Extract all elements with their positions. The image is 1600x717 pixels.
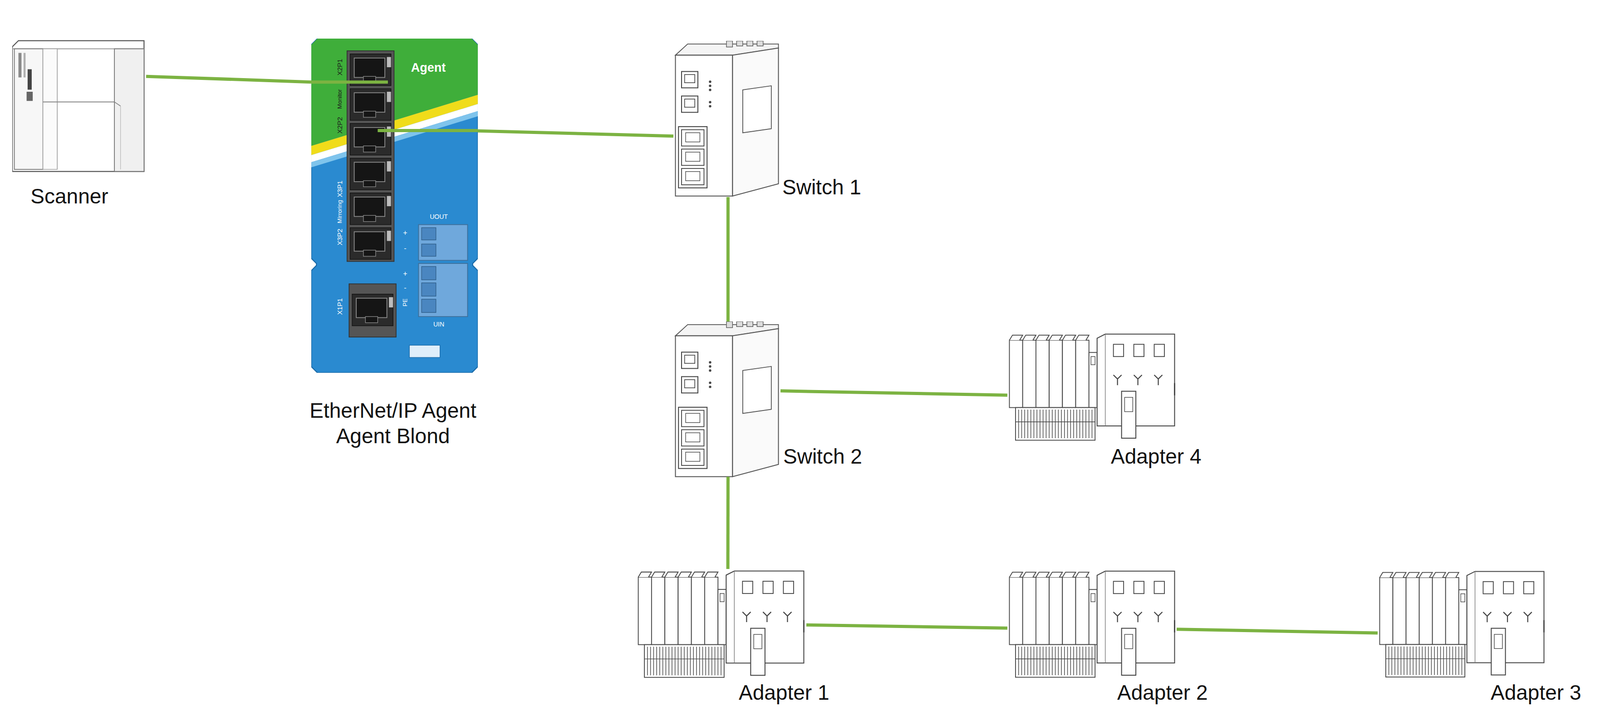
panel-label: - xyxy=(403,283,407,292)
agent-device xyxy=(311,38,478,373)
panel-label: + xyxy=(402,269,408,278)
panel-label: X1P1 xyxy=(336,298,344,315)
device-label: Adapter 3 xyxy=(1490,680,1581,705)
panel-label: X2P2 xyxy=(336,117,344,134)
panel-label: X3P2 xyxy=(336,228,344,246)
device-label: Adapter 1 xyxy=(738,680,830,705)
ethernet-cable xyxy=(780,390,1008,395)
panel-label: Agent xyxy=(411,61,447,75)
ethernet-cable xyxy=(1176,628,1378,633)
device-node: Adapter 4 xyxy=(1007,331,1177,441)
ethernet-cable xyxy=(726,196,730,322)
panel-label: PE xyxy=(402,298,409,306)
adapter-device xyxy=(1379,570,1544,677)
ethernet-cable xyxy=(806,624,1008,628)
adapter-device xyxy=(1009,333,1175,441)
panel-label: Monitor xyxy=(336,88,344,109)
device-node: Scanner xyxy=(12,38,147,174)
device-node: Switch 2 xyxy=(673,321,781,477)
device-node: Adapter 2 xyxy=(1007,568,1177,677)
device-label: Switch 2 xyxy=(783,444,863,469)
device-label: Switch 1 xyxy=(782,175,862,200)
device-label: Agent Blond xyxy=(336,423,451,448)
device-label: Adapter 2 xyxy=(1117,680,1208,705)
device-node: EtherNet/IP AgentAgent Blond xyxy=(311,38,478,373)
device-node: Adapter 1 xyxy=(635,568,807,677)
ethernet-cable xyxy=(146,76,312,83)
device-label: EtherNet/IP Agent xyxy=(309,398,477,423)
ethernet-cable xyxy=(477,130,674,137)
panel-label: + xyxy=(402,228,408,237)
panel-label: X2P1 xyxy=(336,58,344,76)
device-node: Switch 1 xyxy=(673,40,781,197)
panel-label: X3P1 xyxy=(336,180,344,198)
panel-label: UIN xyxy=(433,320,445,328)
adapter-device xyxy=(1009,570,1175,678)
panel-label: Mirroring xyxy=(336,199,344,223)
switch-device xyxy=(675,40,779,197)
ethernet-cable xyxy=(726,476,730,569)
panel-label: - xyxy=(403,244,407,253)
device-node: Adapter 3 xyxy=(1377,568,1547,677)
device-label: Scanner xyxy=(30,184,108,209)
device-label: Adapter 4 xyxy=(1110,444,1202,469)
adapter-device xyxy=(638,570,805,678)
switch-device xyxy=(675,321,779,477)
scanner-plc xyxy=(12,40,144,172)
panel-label: UOUT xyxy=(429,213,448,221)
